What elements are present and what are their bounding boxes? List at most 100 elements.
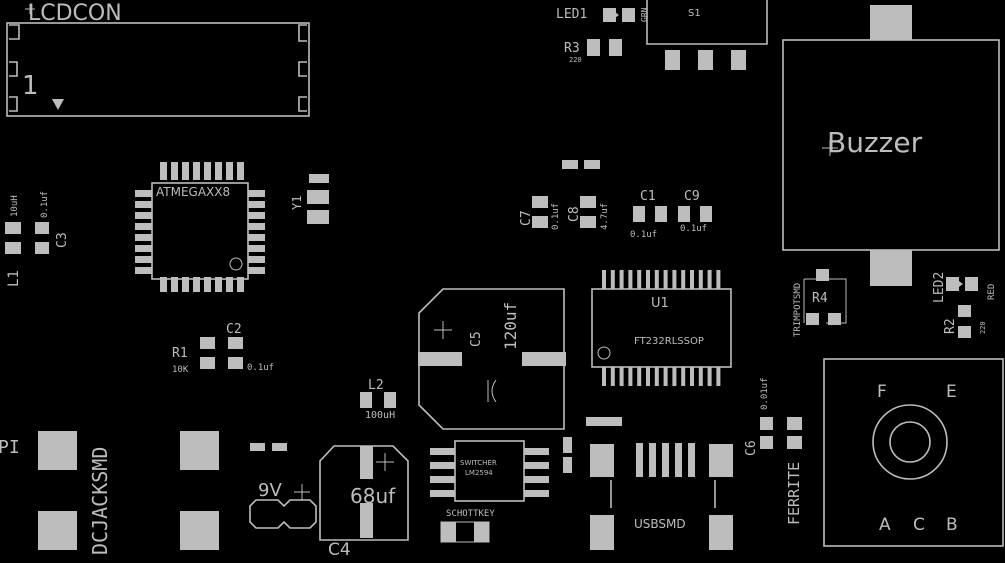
atmega-pin	[160, 277, 167, 292]
u1-pin	[637, 367, 642, 386]
u1-pin	[663, 270, 668, 289]
c9-label: C9	[684, 189, 700, 204]
usb-label: USBSMD	[634, 517, 686, 531]
atmega-pin	[204, 277, 211, 292]
u1-pin	[602, 270, 606, 289]
c5-label: C5	[469, 331, 484, 347]
c8-label: C8	[567, 206, 582, 222]
c8-value: 4.7uf	[600, 203, 610, 230]
buzzer-label: Buzzer	[827, 126, 923, 159]
u1-pin	[672, 270, 677, 289]
u1-pin	[610, 270, 615, 289]
led2-label: LED2	[932, 272, 947, 303]
s1-label: S1	[688, 8, 701, 19]
u1-pin	[663, 367, 668, 386]
atmega-pin	[248, 212, 265, 219]
atmega-pin	[248, 245, 265, 252]
u1-pin	[690, 270, 694, 289]
u1-pin	[610, 367, 615, 386]
u1-pin	[654, 270, 659, 289]
r3-value: 220	[569, 56, 582, 64]
ferrite-label: FERRITE	[785, 462, 803, 525]
led1-label: LED1	[556, 7, 587, 22]
usb-pin	[688, 443, 695, 477]
c1-label: C1	[640, 189, 656, 204]
u1-pin	[716, 367, 721, 386]
usb-pin	[649, 443, 656, 477]
inductor-l2: L2 100uH	[360, 378, 396, 421]
capacitor-c1: C1 0.1uf	[630, 189, 667, 240]
resistor-r3: R3 220	[564, 39, 622, 64]
r1-value: 10K	[172, 365, 189, 375]
usb-pin	[636, 443, 643, 477]
led1: LED1 GRN	[556, 7, 649, 22]
switcher-value: LM2594	[465, 469, 493, 477]
inductor-l1: 10uH L1	[5, 195, 22, 287]
capacitor-c4: 68uf C4	[319, 445, 409, 560]
usb-pin	[675, 443, 682, 477]
u1-pin	[637, 270, 642, 289]
atmega-pin	[248, 234, 265, 241]
u1-pin	[628, 367, 633, 386]
u1-pin	[707, 270, 712, 289]
switcher-pin	[524, 490, 549, 497]
u1-pin	[681, 367, 686, 386]
r2-label: R2	[943, 318, 958, 334]
switch-s1: S1	[646, 0, 768, 70]
pi-label: PI	[0, 437, 20, 458]
c4-label: C4	[328, 540, 351, 560]
r4-label: R4	[812, 291, 828, 306]
c2-value: 0.1uf	[247, 363, 274, 373]
c6-label: C6	[744, 440, 759, 456]
u1-pin	[716, 270, 721, 289]
u1-pin	[602, 367, 606, 386]
c5-value: 120uf	[501, 302, 520, 350]
atmega-pin	[182, 162, 189, 180]
atmega-pin	[135, 245, 152, 252]
l2-value: 100uH	[365, 410, 395, 421]
c3-value: 0.1uf	[40, 191, 50, 218]
atmega-pin	[135, 223, 152, 230]
atmega-pin	[171, 277, 178, 292]
c7-value: 0.1uf	[551, 203, 561, 230]
atmega-pin	[237, 162, 244, 180]
u1-pin	[698, 367, 703, 386]
atmega-pin	[135, 212, 152, 219]
l1-value: 10uH	[10, 195, 20, 217]
atmega-pin	[135, 201, 152, 208]
switcher-pin	[430, 476, 455, 483]
r4-value: TRIMPOTSMD	[793, 283, 803, 337]
atmega-pin	[204, 162, 211, 180]
u1-value: FT232RLSSOP	[634, 336, 704, 347]
u1-pin	[628, 270, 633, 289]
u1-pin	[646, 367, 650, 386]
dc-jack: PI DCJACKSMD	[0, 431, 219, 555]
u1-pin	[698, 270, 703, 289]
atmega-pin	[135, 256, 152, 263]
usb-connector: USBSMD	[563, 417, 733, 550]
atmega-pin	[135, 190, 152, 197]
battery-9v: 9V	[249, 443, 317, 529]
schottky-diode: SCHOTTKEY	[440, 509, 495, 543]
ferrite: FERRITE	[785, 417, 803, 525]
atmega-pin	[193, 162, 200, 180]
switcher-pin	[524, 476, 549, 483]
atmega-pin	[182, 277, 189, 292]
atmega-pin	[215, 277, 222, 292]
u1-label: U1	[651, 296, 669, 311]
c7-label: C7	[519, 210, 534, 226]
atmega-pin	[135, 234, 152, 241]
atmega-pin	[193, 277, 200, 292]
atmega-pin	[248, 190, 265, 197]
r2-value: 220	[979, 321, 987, 334]
atmega-pin	[248, 267, 265, 274]
pot-label-a: A	[879, 515, 891, 535]
r3-label: R3	[564, 41, 580, 56]
buzzer: Buzzer	[782, 5, 1000, 286]
lcdcon-pin1-label: 1	[22, 71, 39, 101]
switcher-pin	[430, 448, 455, 455]
led1-value: GRN	[640, 7, 649, 22]
capacitor-c5: C5 120uf	[418, 288, 566, 430]
potentiometer: F E A C B	[823, 358, 1004, 547]
